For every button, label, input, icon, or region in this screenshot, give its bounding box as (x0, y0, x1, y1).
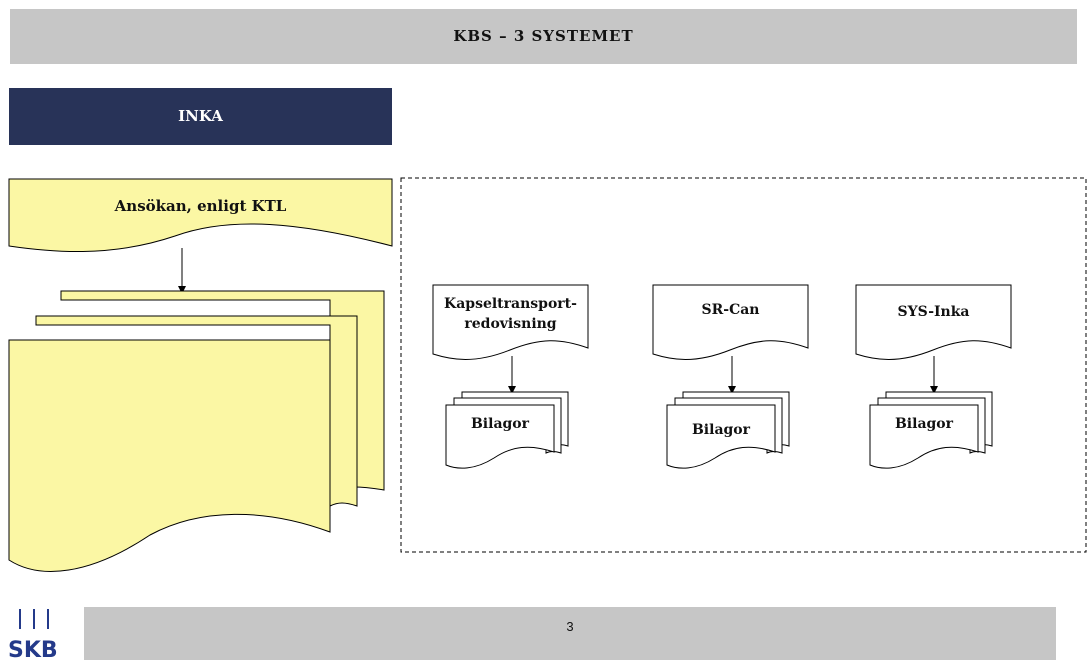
documents-container (400, 177, 1087, 553)
sub-doc-2-shape (652, 284, 809, 360)
sub-doc-1-attachments (445, 391, 569, 469)
sub-doc-3-shape (855, 284, 1012, 360)
sub-doc-1-attachments-label: Bilagor (470, 416, 530, 432)
footer-bar: 3 (84, 607, 1056, 660)
header-bar: KBS – 3 SYSTEMET (10, 9, 1077, 64)
sub-doc-1-label-line-1: Kapseltransport- (444, 296, 577, 312)
page-number: 3 (566, 619, 574, 634)
sub-doc-3-label: SYS-Inka (897, 304, 970, 320)
sub-doc-2-attachments (666, 391, 790, 469)
sub-doc-1-shape (432, 284, 589, 360)
section-title: INKA (178, 107, 223, 125)
sub-doc-2-attachments-label: Bilagor (691, 422, 751, 438)
stack-doc-front (8, 339, 331, 572)
sub-doc-2-label: SR-Can (701, 302, 760, 318)
sub-doc-3-attachments-label: Bilagor (894, 416, 954, 432)
sub-doc-1-label-line-2: redovisning (464, 316, 557, 332)
skb-logo: SKB (6, 607, 62, 663)
main-doc-label: Ansökan, enligt KTL (114, 197, 287, 215)
main-document-shape (8, 178, 393, 253)
logo-text: SKB (8, 638, 58, 660)
section-banner: INKA (9, 88, 392, 145)
slide-title: KBS – 3 SYSTEMET (453, 27, 634, 45)
sub-doc-3-attachments (869, 391, 993, 469)
